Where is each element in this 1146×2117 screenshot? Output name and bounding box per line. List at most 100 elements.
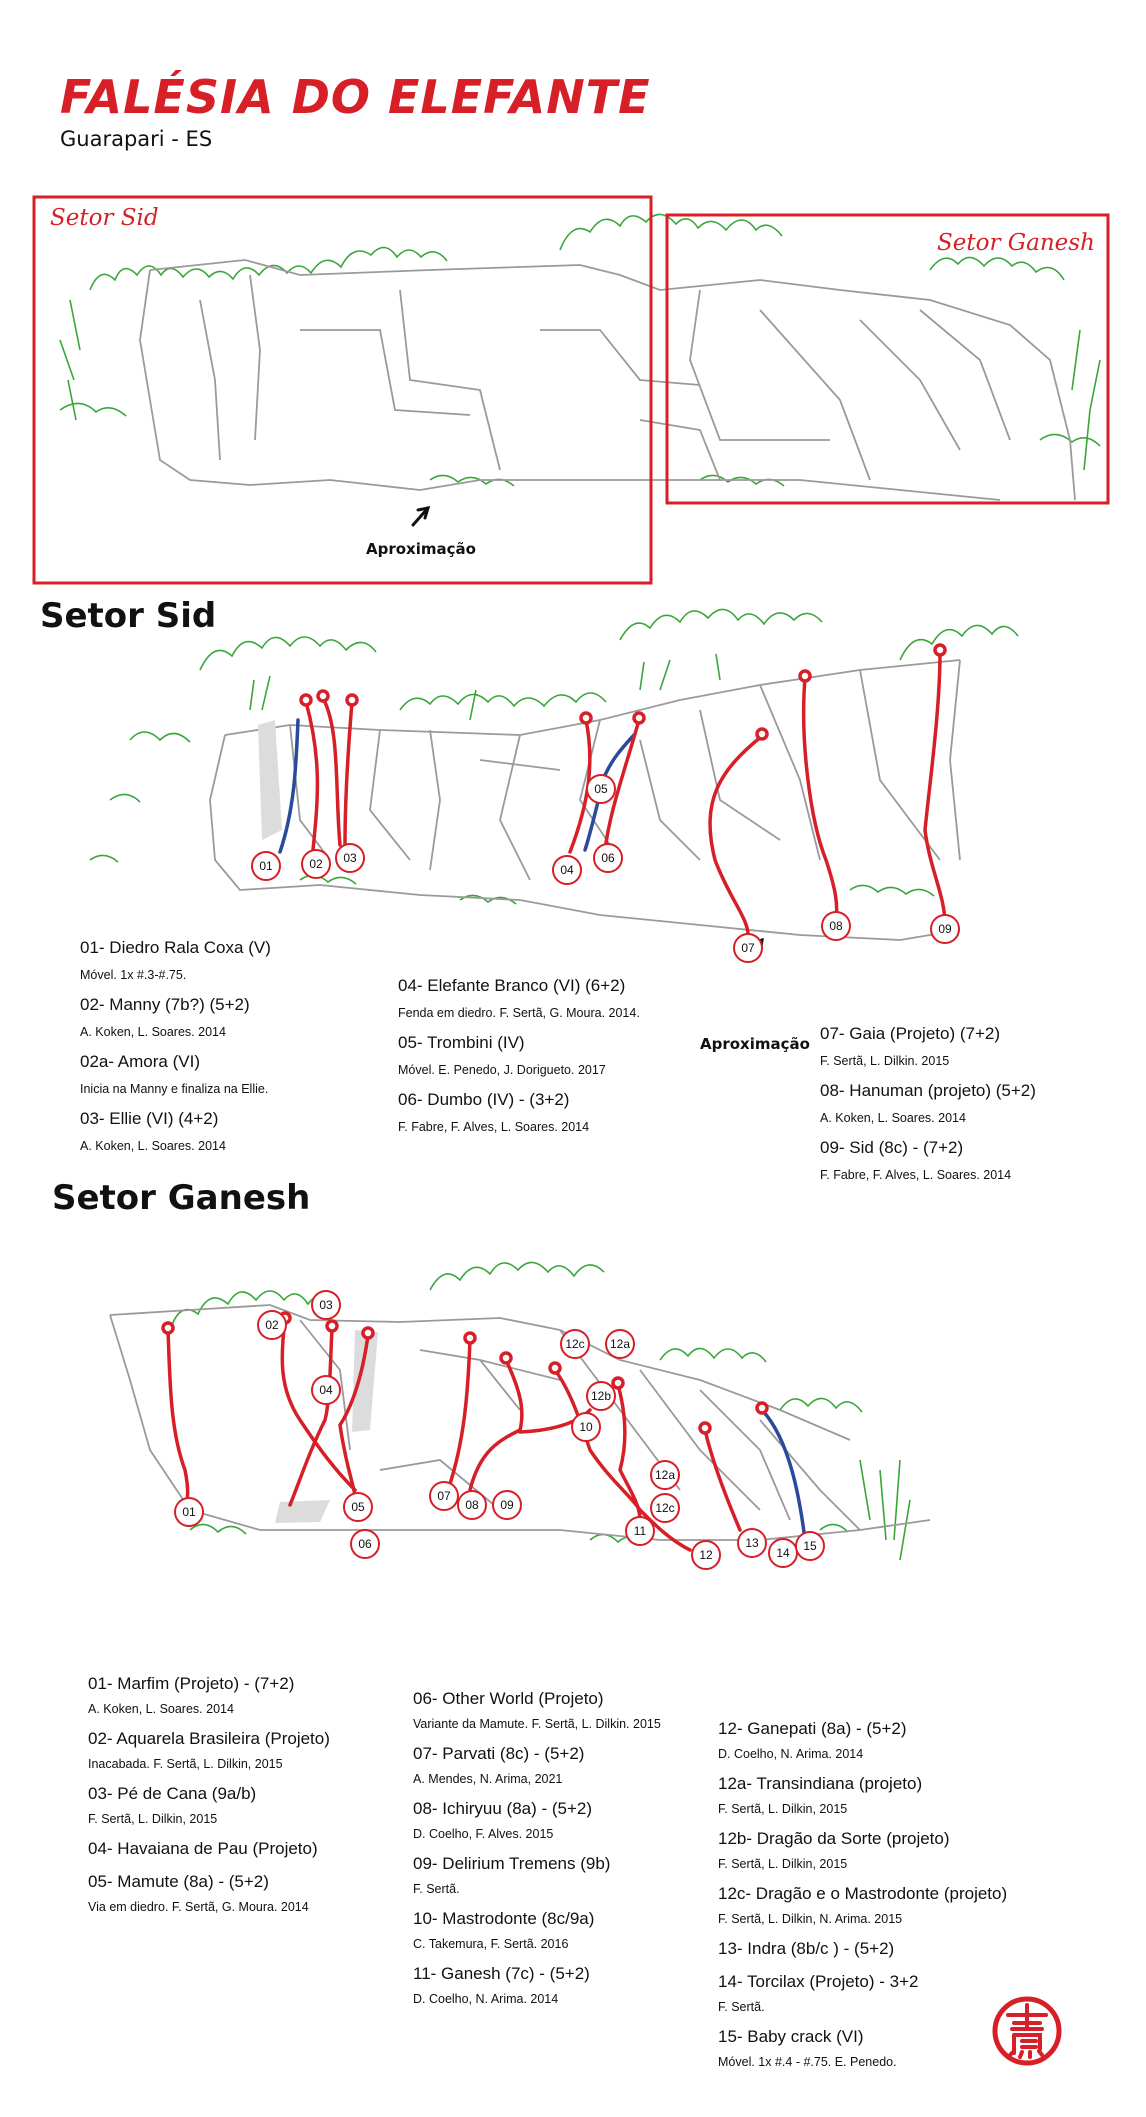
svg-text:06: 06 [601, 851, 615, 865]
ganesh-route-03-line [288, 1326, 334, 1507]
ganesh-marker-02[interactable]: 02 [257, 1310, 287, 1340]
overview-approach-arrow-icon [411, 506, 431, 527]
ganesh-route-12b: 12b- Dragão da Sorte (projeto)F. Sertã, … [718, 1829, 950, 1871]
sid-route-06: 06- Dumbo (IV) - (3+2)F. Fabre, F. Alves… [398, 1090, 590, 1134]
ganesh-route-11: 11- Ganesh (7c) - (5+2)D. Coelho, N. Ari… [413, 1964, 590, 2006]
ganesh-route-04-line [338, 1333, 370, 1497]
ganesh-topo-drawing: 01 02 03 04 05 06 07 08 09 10 11 12 12a … [109, 1261, 931, 1570]
sid-route-01: 01- Diedro Rala Coxa (V)Móvel. 1x #.3-#.… [80, 938, 271, 982]
ganesh-marker-04[interactable]: 04 [311, 1375, 341, 1405]
ganesh-heading: Setor Ganesh [52, 1178, 311, 1218]
sid-route-04: 04- Elefante Branco (VI) (6+2)Fenda em d… [398, 976, 640, 1020]
ganesh-marker-12[interactable]: 12 [691, 1540, 721, 1570]
ganesh-route-13-line [703, 1428, 742, 1532]
svg-text:04: 04 [560, 863, 574, 877]
svg-text:05: 05 [351, 1500, 365, 1514]
ganesh-dihedral-shade [352, 1330, 378, 1432]
overview-sid-box [32, 195, 653, 585]
sid-marker-03[interactable]: 03 [335, 843, 365, 873]
svg-text:01: 01 [259, 859, 273, 873]
ganesh-marker-14[interactable]: 14 [768, 1538, 798, 1568]
sid-route-02a-line [321, 696, 342, 847]
sid-topo-drawing: 01 02 03 04 05 06 07 08 09 [89, 608, 1019, 963]
overview-vegetation [59, 213, 1101, 487]
ganesh-red-routes [161, 1311, 769, 1552]
ganesh-route-05: 05- Mamute (8a) - (5+2)Via em diedro. F.… [88, 1872, 309, 1914]
overview-panel [0, 180, 1146, 590]
ganesh-marker-11[interactable]: 11 [625, 1516, 655, 1546]
sid-topo: 01 02 03 04 05 06 07 08 09 [0, 560, 1146, 980]
sid-route-03-line [343, 700, 354, 847]
ganesh-marker-03[interactable]: 03 [311, 1290, 341, 1320]
sid-marker-07[interactable]: 07 [733, 933, 763, 963]
ganesh-marker-12c-top[interactable]: 12c [560, 1329, 590, 1359]
sid-marker-04[interactable]: 04 [552, 855, 582, 885]
ganesh-route-08: 08- Ichiryuu (8a) - (5+2)D. Coelho, F. A… [413, 1799, 593, 1841]
sid-route-08-line [801, 676, 839, 922]
page-title: FALÉSIA DO ELEFANTE [60, 70, 651, 124]
ganesh-roof-shade [275, 1500, 330, 1523]
ganesh-marker-08[interactable]: 08 [457, 1490, 487, 1520]
sid-vegetation [89, 608, 1019, 905]
ganesh-marker-13[interactable]: 13 [737, 1528, 767, 1558]
ganesh-marker-09[interactable]: 09 [492, 1490, 522, 1520]
overview-ganesh-box [665, 213, 1110, 505]
svg-text:08: 08 [465, 1498, 479, 1512]
sid-marker-08[interactable]: 08 [821, 911, 851, 941]
svg-text:12: 12 [699, 1548, 713, 1562]
sid-routes-col2: 04- Elefante Branco (VI) (6+2)Fenda em d… [398, 975, 718, 1146]
ganesh-marker-06[interactable]: 06 [350, 1529, 380, 1559]
ganesh-route-03: 03- Pé de Cana (9a/b)F. Sertã, L. Dilkin… [88, 1784, 257, 1826]
svg-text:13: 13 [745, 1536, 759, 1550]
svg-text:15: 15 [803, 1539, 817, 1553]
overview-drawing [32, 195, 1110, 585]
sid-marker-01[interactable]: 01 [251, 851, 281, 881]
ganesh-marker-12c-lower[interactable]: 12c [650, 1493, 680, 1523]
ganesh-marker-12b[interactable]: 12b [586, 1381, 616, 1411]
ganesh-marker-07[interactable]: 07 [429, 1481, 459, 1511]
ganesh-route-13: 13- Indra (8b/c ) - (5+2) [718, 1939, 895, 1958]
svg-text:12b: 12b [591, 1389, 611, 1403]
svg-text:14: 14 [776, 1546, 790, 1560]
svg-text:05: 05 [594, 782, 608, 796]
ganesh-markers: 01 02 03 04 05 06 07 08 09 10 11 12 12a … [174, 1290, 825, 1570]
ganesh-route-12a: 12a- Transindiana (projeto)F. Sertã, L. … [718, 1774, 923, 1816]
sid-marker-05[interactable]: 05 [586, 774, 616, 804]
svg-text:12a: 12a [655, 1468, 675, 1482]
sid-route-09: 09- Sid (8c) - (7+2)F. Fabre, F. Alves, … [820, 1138, 1012, 1182]
sid-marker-06[interactable]: 06 [593, 843, 623, 873]
svg-text:04: 04 [319, 1383, 333, 1397]
ganesh-marker-12a-lower[interactable]: 12a [650, 1460, 680, 1490]
ganesh-route-12: 12- Ganepati (8a) - (5+2)D. Coelho, N. A… [718, 1719, 907, 1761]
svg-text:02: 02 [309, 857, 323, 871]
svg-text:03: 03 [343, 851, 357, 865]
sid-route-03: 03- Ellie (VI) (4+2)A. Koken, L. Soares.… [80, 1109, 226, 1153]
ganesh-marker-12a-top[interactable]: 12a [605, 1329, 635, 1359]
ganesh-route-01: 01- Marfim (Projeto) - (7+2)A. Koken, L.… [88, 1674, 295, 1716]
ganesh-route-08-line [468, 1358, 524, 1492]
svg-text:09: 09 [500, 1498, 514, 1512]
ganesh-vegetation [169, 1261, 911, 1561]
sid-route-02-line [304, 700, 320, 852]
ganesh-marker-01[interactable]: 01 [174, 1497, 204, 1527]
sid-marker-09[interactable]: 09 [930, 914, 960, 944]
sid-route-08: 08- Hanuman (projeto) (5+2)A. Koken, L. … [820, 1081, 1036, 1125]
sid-route-07: 07- Gaia (Projeto) (7+2)F. Sertã, L. Dil… [820, 1024, 1000, 1068]
ganesh-marker-15[interactable]: 15 [795, 1531, 825, 1561]
overview-rock [139, 259, 1076, 501]
ganesh-route-10-line [553, 1368, 642, 1512]
page-subtitle: Guarapari - ES [60, 127, 213, 151]
ganesh-rock [109, 1304, 931, 1541]
sid-marker-02[interactable]: 02 [301, 849, 331, 879]
sid-route-01-line [278, 718, 300, 854]
ganesh-route-15: 15- Baby crack (VI)Móvel. 1x #.4 - #.75.… [718, 2027, 897, 2069]
ganesh-marker-05[interactable]: 05 [343, 1492, 373, 1522]
ganesh-route-10: 10- Mastrodonte (8c/9a)C. Takemura, F. S… [413, 1909, 595, 1951]
ganesh-marker-10[interactable]: 10 [571, 1412, 601, 1442]
sid-route-02a: 02a- Amora (VI)Inicia na Manny e finaliz… [80, 1052, 269, 1096]
svg-text:09: 09 [938, 922, 952, 936]
ganesh-route-07-line [446, 1338, 472, 1492]
sid-rock [209, 659, 961, 941]
svg-text:12c: 12c [655, 1501, 674, 1515]
